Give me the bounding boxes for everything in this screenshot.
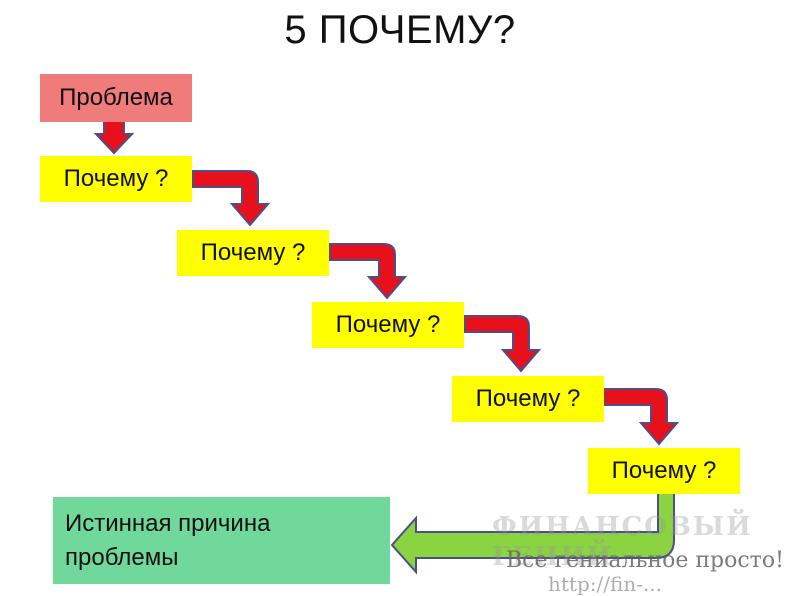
why-step-3: Почему ? — [312, 302, 464, 348]
arrow-elbow-icon-3 — [464, 315, 542, 373]
watermark-title: ФИНАНСОВЫЙ ГЕНИЙ — [492, 512, 753, 572]
why-step-4: Почему ? — [452, 376, 604, 422]
arrow-elbow-icon-2 — [329, 243, 408, 300]
watermark-url: http://fin-... — [548, 572, 663, 596]
arrow-elbow-icon-4 — [603, 388, 680, 446]
arrow-return-icon — [390, 491, 675, 575]
problem-box: Проблема — [40, 74, 192, 122]
why-step-5: Почему ? — [588, 448, 740, 494]
watermark-slogan: Все гениальное просто! — [506, 548, 784, 573]
root-cause-box: Истинная причина проблемы — [53, 497, 390, 584]
root-cause-label: Истинная причина проблемы — [65, 509, 271, 571]
why-step-1: Почему ? — [40, 156, 192, 202]
arrow-elbow-icon-1 — [192, 170, 271, 227]
arrows-layer — [93, 120, 680, 575]
arrow-down-icon — [93, 120, 135, 155]
why-step-2: Почему ? — [177, 230, 329, 276]
diagram-title: 5 ПОЧЕМУ? — [284, 8, 516, 52]
